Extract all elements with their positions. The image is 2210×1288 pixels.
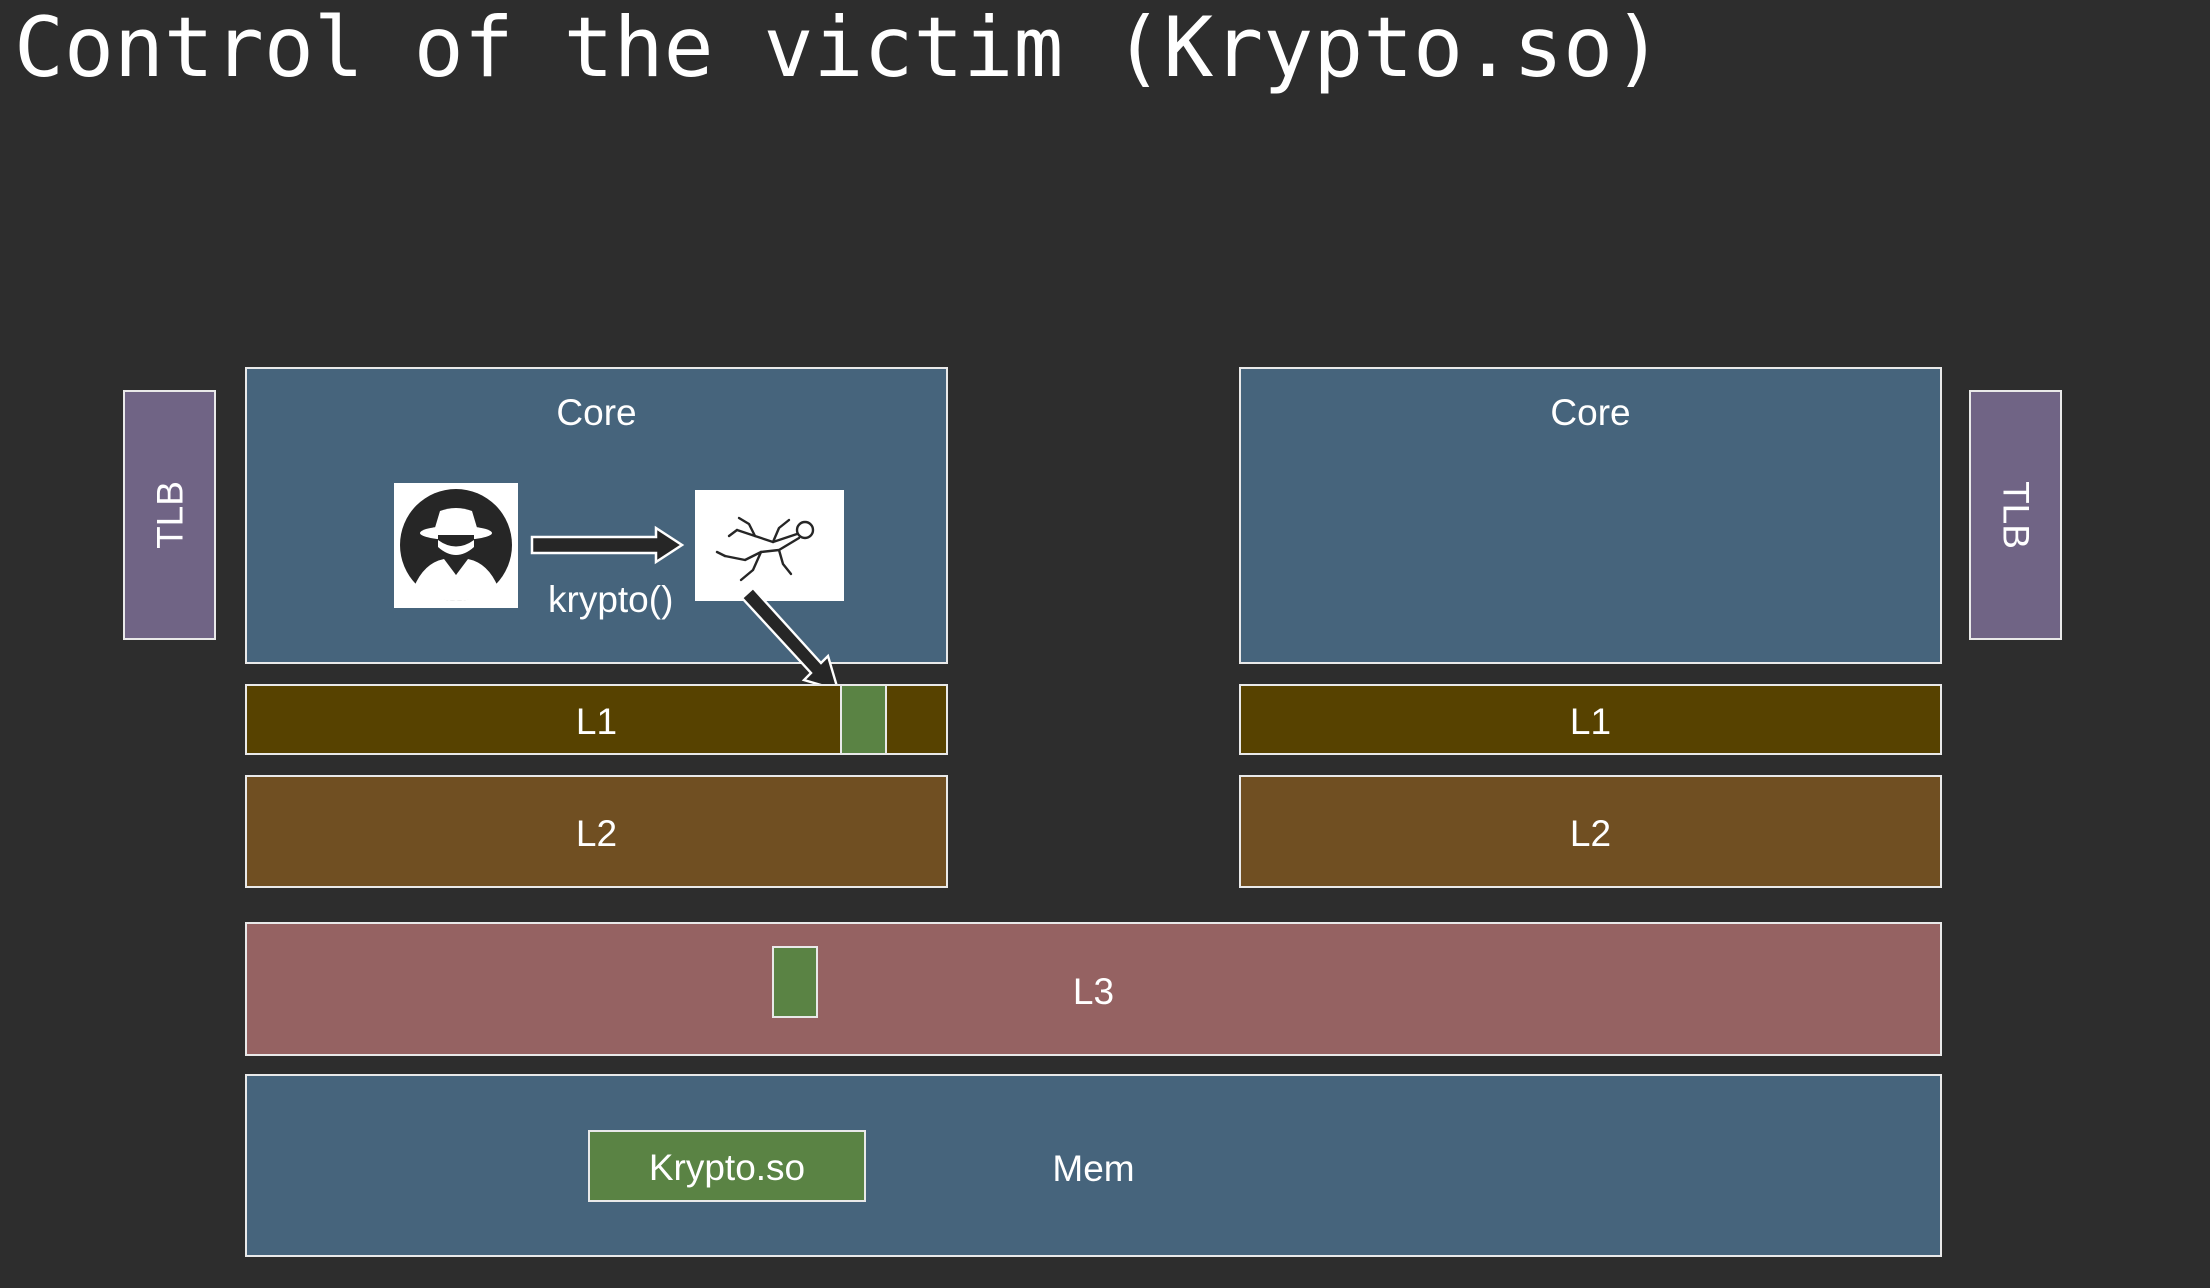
right-l1-cache: L1 xyxy=(1239,684,1942,755)
call-arrow xyxy=(530,525,685,565)
attacker-icon-tile xyxy=(394,483,518,608)
right-core-label: Core xyxy=(1550,392,1631,433)
l3-cache-line xyxy=(772,946,818,1018)
left-l1-label: L1 xyxy=(575,701,618,742)
left-tlb: TLB xyxy=(123,390,216,640)
spy-hat-icon xyxy=(400,489,512,601)
chalk-body-outline-icon xyxy=(715,516,815,582)
right-l1-label: L1 xyxy=(1569,701,1612,742)
victim-icon-tile xyxy=(695,490,844,601)
krypto-so-block: Krypto.so xyxy=(588,1130,866,1202)
krypto-call-label: krypto() xyxy=(548,579,674,620)
right-l2-label: L2 xyxy=(1569,813,1612,854)
left-core-label: Core xyxy=(556,392,637,433)
right-tlb: TLB xyxy=(1969,390,2062,640)
main-memory: Mem xyxy=(245,1074,1942,1257)
slide-title: Control of the victim (Krypto.so) xyxy=(14,0,1664,96)
left-l1-cache: L1 xyxy=(245,684,948,755)
l1-cache-line xyxy=(840,684,887,755)
left-l2-cache: L2 xyxy=(245,775,948,888)
krypto-so-label: Krypto.so xyxy=(648,1147,806,1188)
right-l2-cache: L2 xyxy=(1239,775,1942,888)
right-tlb-label: TLB xyxy=(1995,481,2036,549)
l3-cache: L3 xyxy=(245,922,1942,1056)
left-tlb-label: TLB xyxy=(149,481,190,549)
mem-label: Mem xyxy=(1052,1148,1135,1189)
victim-to-cache-arrow xyxy=(740,588,840,692)
left-l2-label: L2 xyxy=(575,813,618,854)
l3-label: L3 xyxy=(1072,971,1115,1012)
right-core: Core xyxy=(1239,367,1942,664)
